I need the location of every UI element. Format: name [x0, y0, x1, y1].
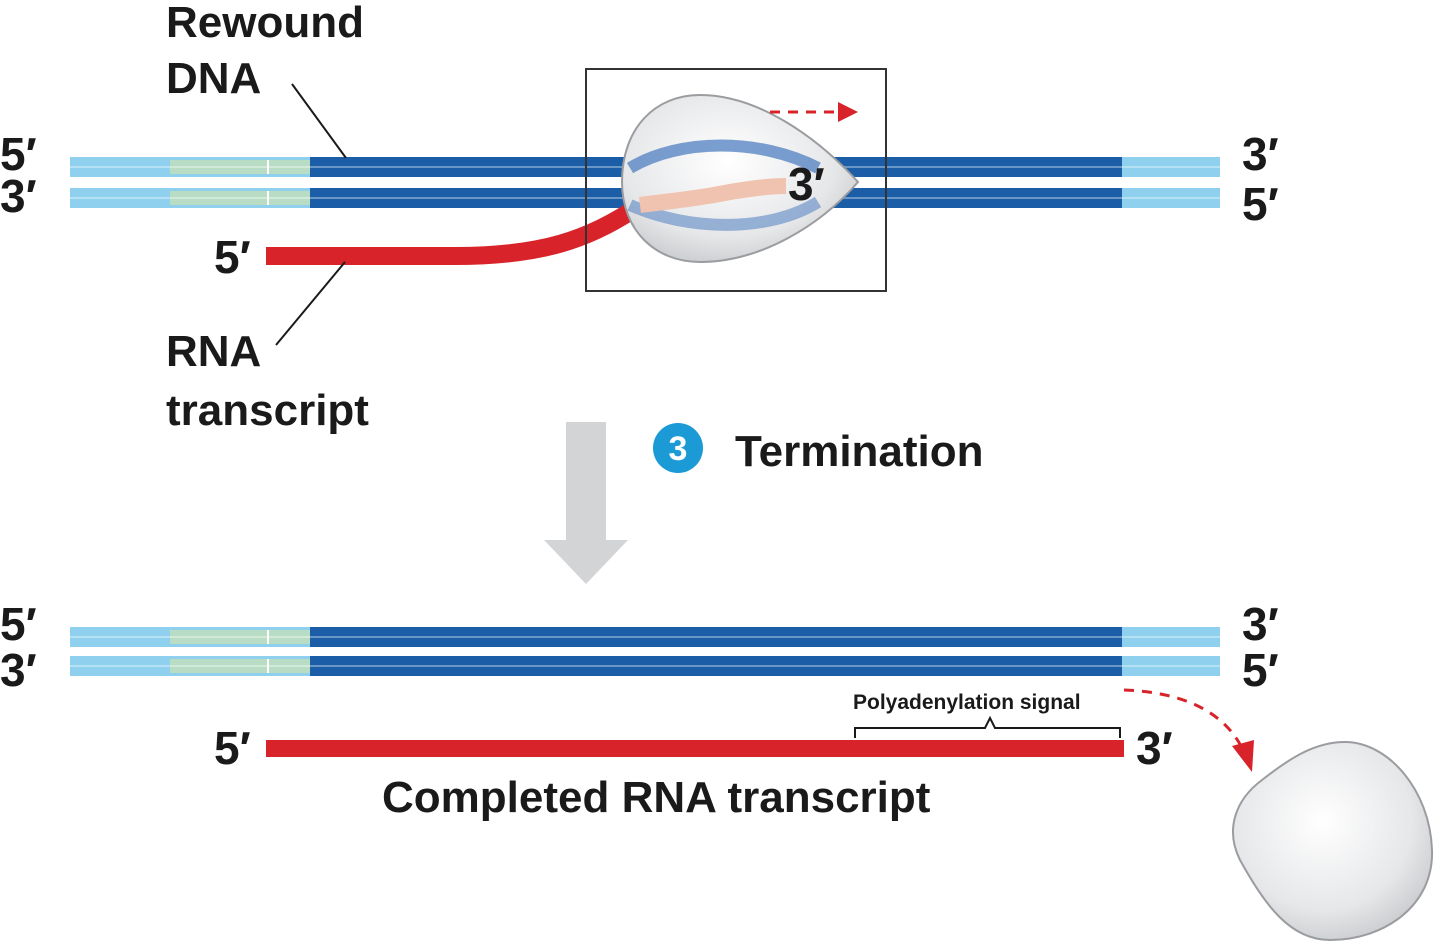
- bottom-rna-5-end: 5′: [214, 722, 251, 774]
- down-arrow: [544, 422, 628, 584]
- rewound-dna-label-line2: DNA: [166, 54, 261, 103]
- released-rna-polymerase: [1232, 740, 1434, 942]
- rewound-dna-label-line1: Rewound: [166, 0, 364, 47]
- leader-line-rewound-dna: [291, 83, 347, 159]
- bottom-strand1-left-end: 5′: [0, 598, 37, 650]
- top-rna-5-end: 5′: [214, 231, 251, 283]
- rna-polymerase: [620, 93, 860, 264]
- polyadenylation-brace: [854, 715, 1121, 738]
- polyadenylation-signal-label: Polyadenylation signal: [853, 691, 1081, 714]
- promoter-region: [170, 191, 310, 205]
- termination-panel: Polyadenylation signal 5′ 3′ 3′ 5′ 5′ 3′…: [0, 598, 1434, 942]
- rna-transcript-strand: [266, 197, 646, 265]
- step-title: Termination: [735, 427, 984, 476]
- rna-transcript-label-line2: transcript: [166, 386, 369, 435]
- top-strand1-right-end: 3′: [1242, 128, 1279, 180]
- step-number: 3: [669, 430, 688, 468]
- direction-arrowhead: [838, 102, 858, 122]
- bottom-strand2-right-end: 5′: [1242, 644, 1279, 696]
- top-strand1-left-end: 5′: [0, 128, 37, 180]
- release-arrowhead: [1232, 740, 1254, 772]
- bottom-rna-3-end: 3′: [1136, 722, 1173, 774]
- strand-dark-segment: [310, 656, 1122, 676]
- top-rna-3-end: 3′: [788, 158, 825, 210]
- step-indicator: 3 Termination: [544, 422, 984, 584]
- promoter-region: [170, 659, 310, 673]
- bottom-strand2-left-end: 3′: [0, 644, 37, 696]
- leader-line-rna-transcript: [275, 261, 346, 346]
- zoom-box: [585, 68, 887, 292]
- elongation-panel: Rewound DNA RNA transcript 5′ 3′ 3′ 5′ 5…: [0, 0, 1279, 435]
- release-arrow: [1123, 688, 1246, 753]
- bottom-dna-strand-1: [70, 627, 1220, 647]
- top-strand2-right-end: 5′: [1242, 178, 1279, 230]
- strand-dark-segment: [310, 627, 1122, 647]
- completed-rna-strand: [266, 740, 1124, 757]
- bottom-strand1-right-end: 3′: [1242, 598, 1279, 650]
- unwound-strand-top: [626, 139, 821, 174]
- completed-rna-label: Completed RNA transcript: [382, 773, 931, 822]
- bottom-dna-strand-2: [70, 656, 1220, 676]
- top-strand2-left-end: 3′: [0, 170, 37, 222]
- rna-transcript-label-line1: RNA: [166, 327, 261, 376]
- promoter-region: [170, 630, 310, 644]
- unwound-strand-bottom: [627, 196, 822, 231]
- promoter-region: [170, 160, 310, 174]
- step-badge: [653, 423, 703, 473]
- nascent-rna: [639, 178, 787, 213]
